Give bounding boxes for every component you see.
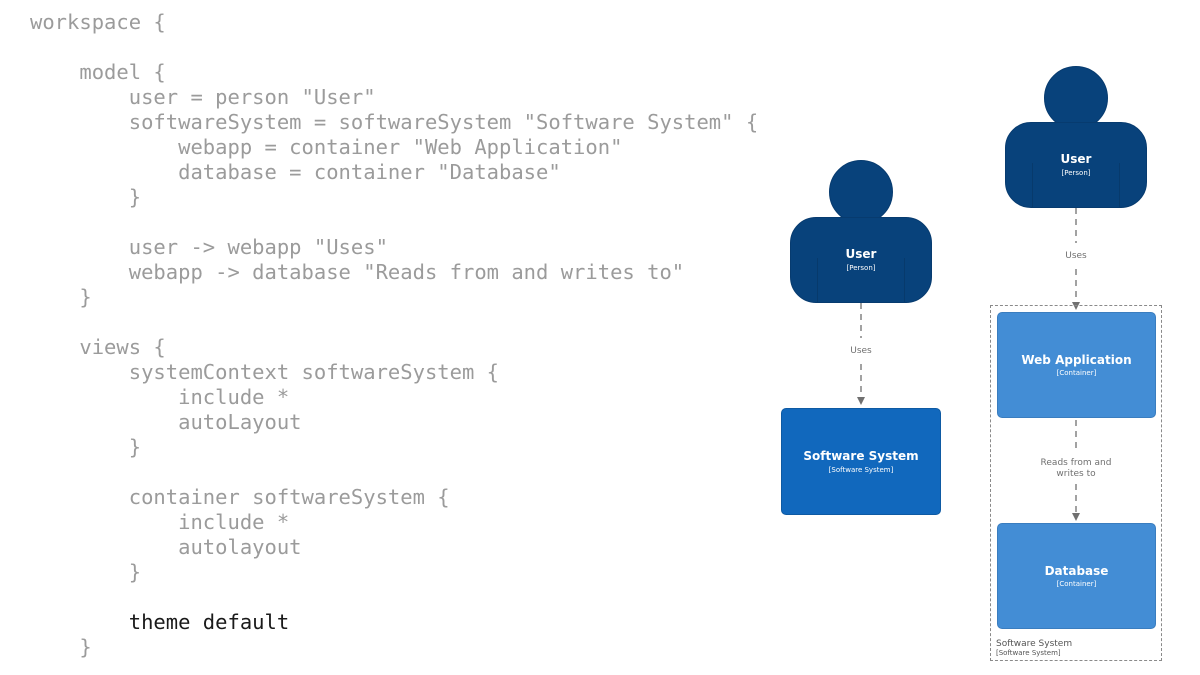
code-line: model {	[30, 60, 166, 84]
code-line: database = container "Database"	[30, 160, 561, 184]
code-line: user -> webapp "Uses"	[30, 235, 388, 259]
code-line: }	[30, 285, 92, 309]
code-line: container softwareSystem {	[30, 485, 450, 509]
person-head-icon	[829, 160, 893, 224]
dsl-code-block: workspace { model { user = person "User"…	[30, 10, 790, 660]
database-type: [Container]	[1056, 580, 1097, 588]
context-system-type: [Software System]	[828, 466, 894, 474]
webapp-type: [Container]	[1056, 369, 1097, 377]
container-web-application[interactable]: Web Application [Container]	[997, 312, 1156, 418]
context-person-type: [Person]	[846, 264, 876, 272]
webapp-name: Web Application	[1021, 353, 1132, 367]
container-database[interactable]: Database [Container]	[997, 523, 1156, 629]
code-line: }	[30, 435, 142, 459]
code-line: views {	[30, 335, 166, 359]
code-line: include *	[30, 510, 290, 534]
context-person-name: User	[845, 247, 877, 261]
person-head-icon	[1044, 66, 1108, 130]
code-line: systemContext softwareSystem {	[30, 360, 499, 384]
code-line: workspace {	[30, 10, 166, 34]
reads-writes-label-line1: Reads from and	[1040, 458, 1112, 468]
code-line: include *	[30, 385, 290, 409]
reads-writes-label-line2: writes to	[1056, 469, 1096, 479]
reads-writes-label: Reads from and writes to	[1031, 458, 1121, 480]
context-system-name: Software System	[803, 449, 919, 463]
database-name: Database	[1044, 564, 1109, 578]
code-line: webapp -> database "Reads from and write…	[30, 260, 685, 284]
person-body: User [Person]	[790, 217, 932, 303]
software-system-boundary[interactable]: Software System [Software System]	[990, 305, 1162, 661]
code-line: autolayout	[30, 535, 302, 559]
code-line: user = person "User"	[30, 85, 376, 109]
boundary-type: [Software System]	[996, 649, 1061, 657]
container-uses-label: Uses	[1065, 251, 1087, 261]
person-body: User [Person]	[1005, 122, 1147, 208]
context-uses-label: Uses	[850, 346, 872, 356]
code-line: }	[30, 635, 92, 659]
code-line: }	[30, 185, 142, 209]
code-line: autoLayout	[30, 410, 302, 434]
container-person-type: [Person]	[1061, 169, 1091, 177]
code-line: theme default	[30, 610, 290, 634]
boundary-title: Software System	[996, 639, 1073, 649]
context-software-system[interactable]: Software System [Software System]	[781, 408, 941, 515]
container-person-name: User	[1060, 152, 1092, 166]
code-line: softwareSystem = softwareSystem "Softwar…	[30, 110, 759, 134]
code-line: }	[30, 560, 142, 584]
code-line: webapp = container "Web Application"	[30, 135, 623, 159]
